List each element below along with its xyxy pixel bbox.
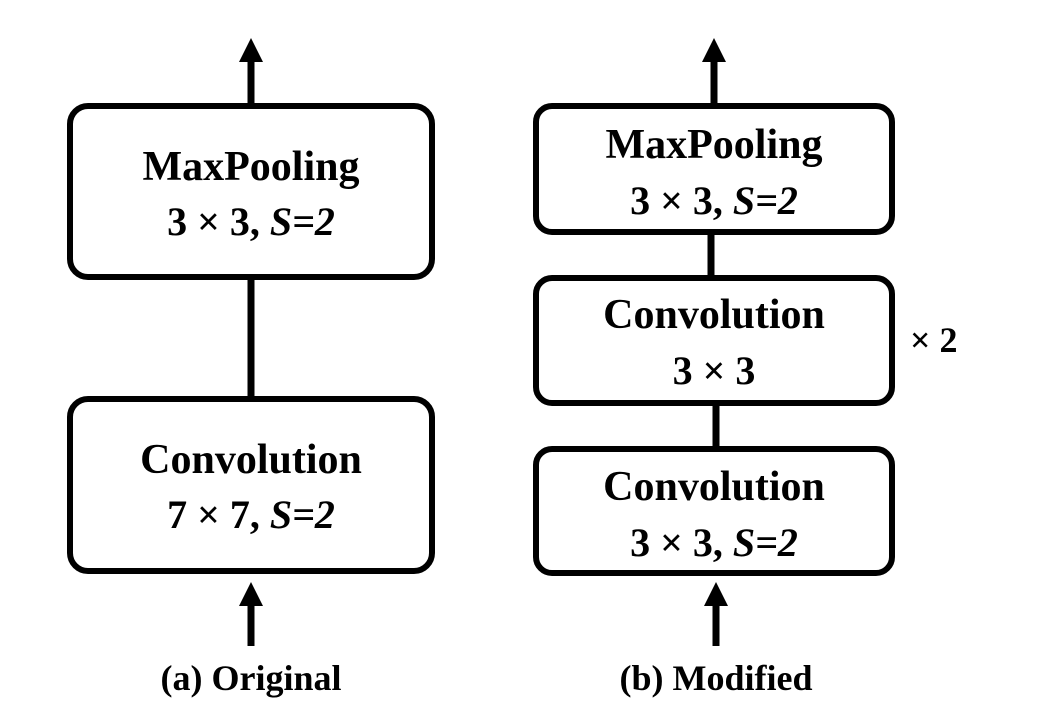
modified-convolution-first-params: 3 × 3, S=2: [630, 520, 798, 565]
repeat-count-label: × 2: [910, 320, 958, 360]
modified-convolution-repeat-params: 3 × 3: [673, 348, 756, 393]
modified-convolution-repeat-block: Convolution 3 × 3: [533, 275, 895, 406]
original-convolution-block: Convolution 7 × 7, S=2: [67, 396, 435, 574]
original-maxpooling-block: MaxPooling 3 × 3, S=2: [67, 103, 435, 280]
modified-column: MaxPooling 3 × 3, S=2 Convolution 3 × 3 …: [533, 38, 958, 698]
modified-convolution-repeat-title: Convolution: [603, 292, 825, 338]
modified-caption: (b) Modified: [620, 658, 813, 698]
original-input-arrow: [239, 582, 263, 646]
original-maxpooling-title: MaxPooling: [143, 144, 360, 190]
modified-output-arrow: [702, 38, 726, 106]
original-convolution-title: Convolution: [140, 437, 362, 483]
modified-maxpooling-title: MaxPooling: [606, 122, 823, 168]
modified-maxpooling-params: 3 × 3, S=2: [630, 178, 798, 223]
modified-input-arrow: [704, 582, 728, 646]
original-convolution-params: 7 × 7, S=2: [167, 492, 335, 537]
modified-maxpooling-block: MaxPooling 3 × 3, S=2: [533, 103, 895, 235]
original-output-arrow: [239, 38, 263, 106]
original-maxpooling-params: 3 × 3, S=2: [167, 199, 335, 244]
modified-convolution-first-block: Convolution 3 × 3, S=2: [533, 446, 895, 576]
original-caption: (a) Original: [161, 658, 342, 698]
modified-convolution-first-title: Convolution: [603, 464, 825, 510]
original-column: MaxPooling 3 × 3, S=2 Convolution 7 × 7,…: [67, 38, 435, 698]
